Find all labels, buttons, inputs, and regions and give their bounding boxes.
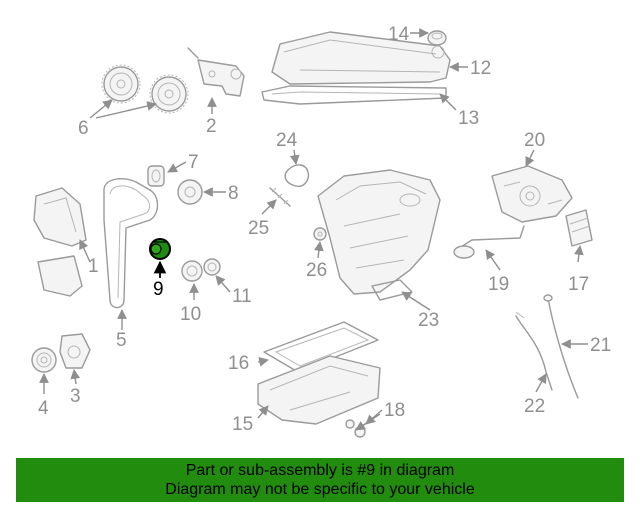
part-17-oil-filter (565, 209, 593, 247)
part-26-sensor (313, 227, 327, 241)
callout-19[interactable]: 19 (488, 274, 509, 295)
callout-5[interactable]: 5 (116, 330, 127, 351)
callout-26[interactable]: 26 (306, 260, 327, 281)
callout-24[interactable]: 24 (276, 130, 298, 151)
notice-banner: Part or sub-assembly is #9 in diagram Di… (16, 458, 624, 502)
part-24-gasket (284, 164, 310, 187)
part-5-timing-belt (103, 178, 159, 309)
part-10-pulley (181, 260, 203, 282)
part-21-dipstick (543, 294, 579, 399)
part-12-valve-cover (271, 31, 451, 85)
callout-17[interactable]: 17 (568, 274, 589, 295)
callout-6[interactable]: 6 (78, 118, 89, 139)
callout-13[interactable]: 13 (458, 108, 479, 129)
notice-line-1: Part or sub-assembly is #9 in diagram (185, 462, 455, 479)
callout-7[interactable]: 7 (188, 152, 199, 173)
callout-15[interactable]: 15 (232, 414, 253, 435)
part-16-pan-gasket (263, 321, 379, 373)
callout-8[interactable]: 8 (228, 183, 239, 204)
part-19-oil-pickup (453, 225, 525, 259)
callout-18[interactable]: 18 (384, 400, 405, 421)
callout-12[interactable]: 12 (470, 58, 491, 79)
callout-21[interactable]: 21 (590, 335, 611, 356)
part-25-stud (269, 187, 291, 207)
part-15-oil-pan (257, 355, 381, 425)
callout-11[interactable]: 11 (232, 286, 252, 307)
callout-1[interactable]: 1 (88, 256, 99, 277)
callout-3[interactable]: 3 (70, 386, 81, 407)
part-18-drain-plug (345, 419, 366, 438)
parts-diagram: 14 12 13 6 2 7 8 9 10 11 5 1 4 3 24 25 2… (31, 24, 611, 438)
callout-23[interactable]: 23 (418, 310, 439, 331)
callout-16[interactable]: 16 (228, 353, 249, 374)
callout-numbers: 14 12 13 6 2 7 8 9 10 11 5 1 4 3 24 25 2… (38, 24, 611, 435)
callout-10[interactable]: 10 (180, 304, 201, 325)
part-14-filler-cap (427, 30, 447, 46)
callout-4[interactable]: 4 (38, 398, 49, 419)
part-4-crank-pulley (31, 347, 57, 373)
part-2-bracket (187, 47, 245, 97)
part-13-gasket (261, 85, 447, 105)
callout-20[interactable]: 20 (524, 130, 545, 151)
part-3-crank-sprocket (59, 333, 91, 369)
part-7-pulley (147, 165, 165, 187)
part-11-pulley (203, 258, 221, 276)
part-22-dipstick-tube (515, 311, 553, 391)
callout-22[interactable]: 22 (524, 396, 545, 417)
part-9-tensioner (149, 238, 171, 260)
callout-9[interactable]: 9 (153, 279, 164, 300)
callout-25[interactable]: 25 (248, 218, 269, 239)
part-8-pulley (177, 179, 203, 205)
notice-line-2: Diagram may not be specific to your vehi… (165, 481, 475, 498)
callout-2[interactable]: 2 (206, 116, 217, 137)
part-6-cam-sprockets (101, 64, 189, 114)
leader-lines (39, 28, 588, 431)
part-1-timing-cover (33, 187, 87, 297)
part-23-intake-manifold (317, 169, 441, 301)
part-20-oil-pump (491, 165, 573, 223)
callout-14[interactable]: 14 (388, 24, 410, 45)
